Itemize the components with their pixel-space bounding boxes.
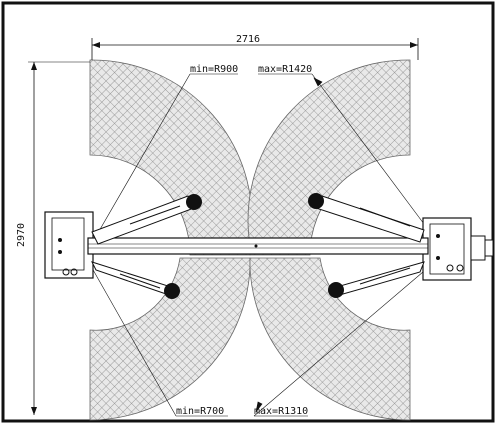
top-max-radius-label: max=R1420 (258, 64, 312, 75)
power-unit (470, 235, 494, 261)
radius-leader-lines (91, 73, 431, 417)
lift-pad-lower-right (328, 282, 344, 298)
height-dimension: 2970 (16, 61, 90, 415)
width-dimension-label: 2716 (236, 34, 260, 45)
bottom-min-radius-label: min=R700 (176, 406, 224, 417)
arm-lower-left (91, 261, 173, 297)
width-dimension: 2716 (91, 34, 419, 60)
lift-pad-upper-left (186, 194, 202, 210)
lift-pad-upper-right (308, 193, 324, 209)
height-dimension-label: 2970 (16, 223, 27, 247)
bottom-max-radius-label: max=R1310 (254, 406, 308, 417)
arm-lower-right (335, 261, 425, 297)
swing-zone-bottom-left (89, 257, 251, 421)
arm-upper-left (91, 195, 195, 245)
top-min-radius-label: min=R900 (190, 64, 238, 75)
left-post (44, 211, 94, 279)
right-post (422, 217, 472, 281)
swing-zone-bottom-right (249, 257, 411, 421)
arm-upper-right (315, 195, 425, 243)
base-crossbar (87, 237, 429, 255)
swing-zone-top-right (247, 59, 411, 256)
lift-arms (91, 195, 425, 297)
lift-pad-lower-left (164, 283, 180, 299)
